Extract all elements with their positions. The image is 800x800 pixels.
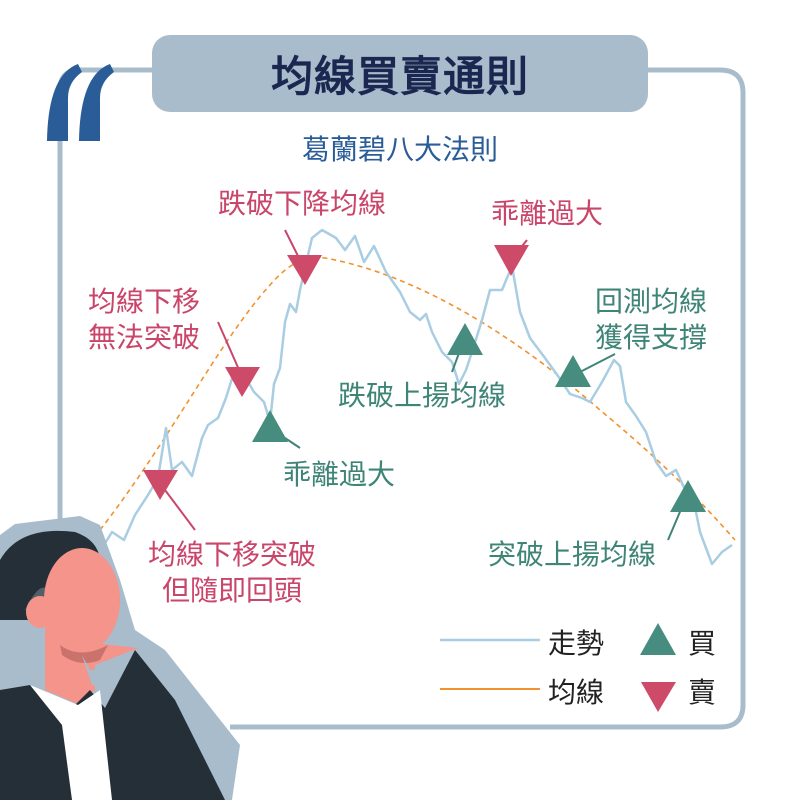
buy-marker-icon [555, 355, 591, 387]
legend-sell-icon [641, 682, 676, 712]
title-banner: 均線買賣通則 [152, 35, 648, 112]
label-buy-overextended: 乖離過大 [283, 458, 396, 491]
label-sell-false-break-line1: 均線下移突破 [148, 538, 317, 571]
buy-marker-icon [447, 323, 483, 355]
legend-sell-label: 賣 [688, 676, 717, 709]
buy-pointers [269, 344, 686, 541]
buy-marker-icon [252, 410, 288, 442]
label-buy-retest-line2: 獲得支撐 [595, 321, 708, 354]
sell-marker-icon [143, 470, 178, 500]
legend-buy-label: 買 [688, 627, 717, 660]
label-buy-breakout: 突破上揚均線 [488, 538, 657, 571]
label-buy-break-rising-ma: 跌破上揚均線 [338, 379, 507, 412]
sell-marker-icon [287, 255, 322, 285]
label-sell-ma-down-line2: 無法突破 [88, 321, 201, 354]
price-trend-line [93, 228, 733, 566]
quote-icon [47, 64, 114, 141]
buy-marker-icon [670, 480, 706, 512]
person-illustration [0, 516, 240, 800]
legend-ma-label: 均線 [548, 676, 605, 709]
legend-buy-icon [640, 623, 676, 655]
sell-marker-icon [225, 367, 260, 397]
label-sell-break-falling-ma: 跌破下降均線 [218, 187, 387, 220]
label-sell-false-break-line2: 但隨即回頭 [162, 574, 303, 607]
page-subtitle: 葛蘭碧八大法則 [301, 133, 498, 166]
label-sell-ma-down-line1: 均線下移 [88, 285, 201, 318]
label-buy-retest-line1: 回測均線 [595, 285, 708, 318]
label-sell-overextended: 乖離過大 [491, 197, 604, 230]
page-title: 均線買賣通則 [270, 52, 529, 101]
legend-trend-label: 走勢 [548, 627, 605, 660]
moving-average-line [99, 256, 736, 541]
sell-marker-icon [494, 245, 529, 276]
